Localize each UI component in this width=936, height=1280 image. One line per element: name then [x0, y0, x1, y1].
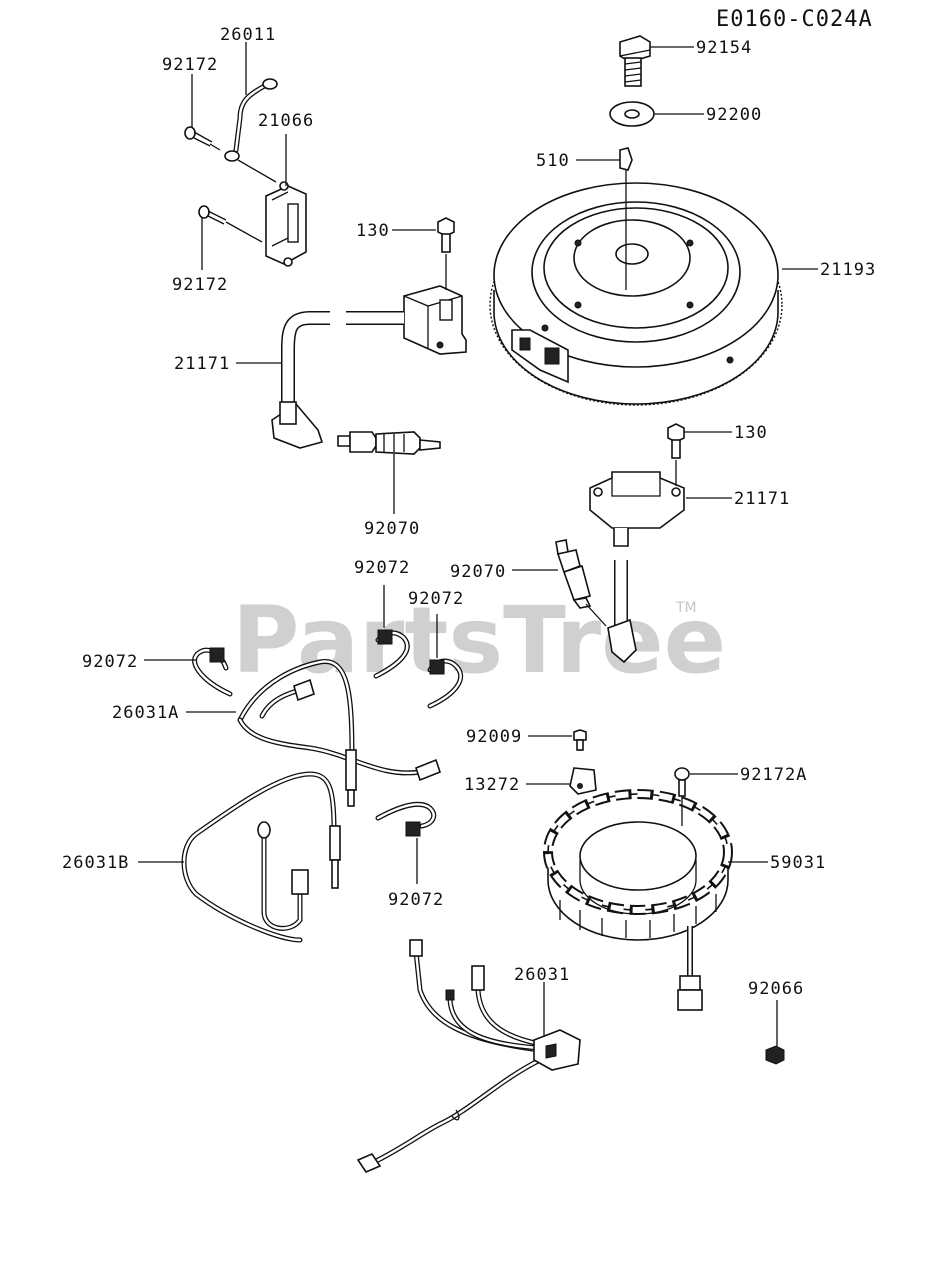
callout-92072-d[interactable]: 92072: [388, 890, 444, 910]
screw-bottom-part[interactable]: [198, 205, 227, 225]
callout-13272[interactable]: 13272: [464, 775, 520, 795]
callout-92200[interactable]: 92200: [706, 105, 762, 125]
callout-92070-right[interactable]: 92070: [450, 562, 506, 582]
callout-21066[interactable]: 21066: [258, 111, 314, 131]
callout-92172A[interactable]: 92172A: [740, 765, 807, 785]
callout-510[interactable]: 510: [536, 151, 570, 171]
stator-part[interactable]: [543, 789, 733, 941]
callout-26031A[interactable]: 26031A: [112, 703, 179, 723]
callout-92072-a[interactable]: 92072: [82, 652, 138, 672]
lead-wire-26031B-part[interactable]: [181, 771, 341, 943]
ground-lead-part[interactable]: [224, 78, 278, 162]
flywheel-washer-part[interactable]: [609, 101, 655, 127]
plate-13272-part[interactable]: [569, 767, 597, 795]
ignition-coil-right-part[interactable]: [589, 471, 685, 547]
regulator-part[interactable]: [265, 181, 307, 267]
callout-21171-right[interactable]: 21171: [734, 489, 790, 509]
callout-21193[interactable]: 21193: [820, 260, 876, 280]
callout-92066[interactable]: 92066: [748, 979, 804, 999]
clamp-c-part[interactable]: [427, 658, 464, 709]
callout-92172-bottom[interactable]: 92172: [172, 275, 228, 295]
callout-92072-c[interactable]: 92072: [408, 589, 464, 609]
callout-92070-left[interactable]: 92070: [364, 519, 420, 539]
callout-59031[interactable]: 59031: [770, 853, 826, 873]
stator-connector: [677, 926, 703, 1011]
flywheel-key-part[interactable]: [619, 147, 633, 171]
callout-92154[interactable]: 92154: [696, 38, 752, 58]
screw-92172A-part[interactable]: [674, 767, 690, 797]
lead-wire-26031A-part[interactable]: [237, 659, 441, 807]
screw-92009-part[interactable]: [573, 729, 587, 751]
callout-26031[interactable]: 26031: [514, 965, 570, 985]
watermark: PartsTree: [232, 587, 726, 694]
flywheel-part[interactable]: [489, 182, 783, 406]
callout-92172-top[interactable]: 92172: [162, 55, 218, 75]
callout-26011[interactable]: 26011: [220, 25, 276, 45]
flywheel-bolt-part[interactable]: [619, 35, 651, 87]
nut-92066-part[interactable]: [765, 1045, 785, 1065]
callout-130-top[interactable]: 130: [356, 221, 390, 241]
lead-wire-26031-part[interactable]: [356, 939, 581, 1173]
spark-plug-right-part[interactable]: [555, 539, 592, 609]
trademark: TM: [675, 600, 697, 616]
spark-plug-lead-left: [271, 311, 404, 449]
clamp-b-part[interactable]: [373, 629, 410, 679]
screw-130-top-part[interactable]: [437, 217, 455, 253]
clamp-d-part[interactable]: [375, 801, 437, 837]
clamp-a-part[interactable]: [192, 647, 233, 697]
ignition-coil-left-part[interactable]: [403, 285, 467, 355]
diagram-code: E0160-C024A: [716, 7, 873, 32]
screw-top-part[interactable]: [184, 126, 213, 147]
callout-92072-b[interactable]: 92072: [354, 558, 410, 578]
screw-130-right-part[interactable]: [667, 423, 685, 459]
callout-21171-left[interactable]: 21171: [174, 354, 230, 374]
callout-92009[interactable]: 92009: [466, 727, 522, 747]
spark-plug-lead-right: [607, 560, 637, 664]
callout-130-right[interactable]: 130: [734, 423, 768, 443]
spark-plug-left-part[interactable]: [337, 431, 441, 455]
callout-26031B[interactable]: 26031B: [62, 853, 129, 873]
